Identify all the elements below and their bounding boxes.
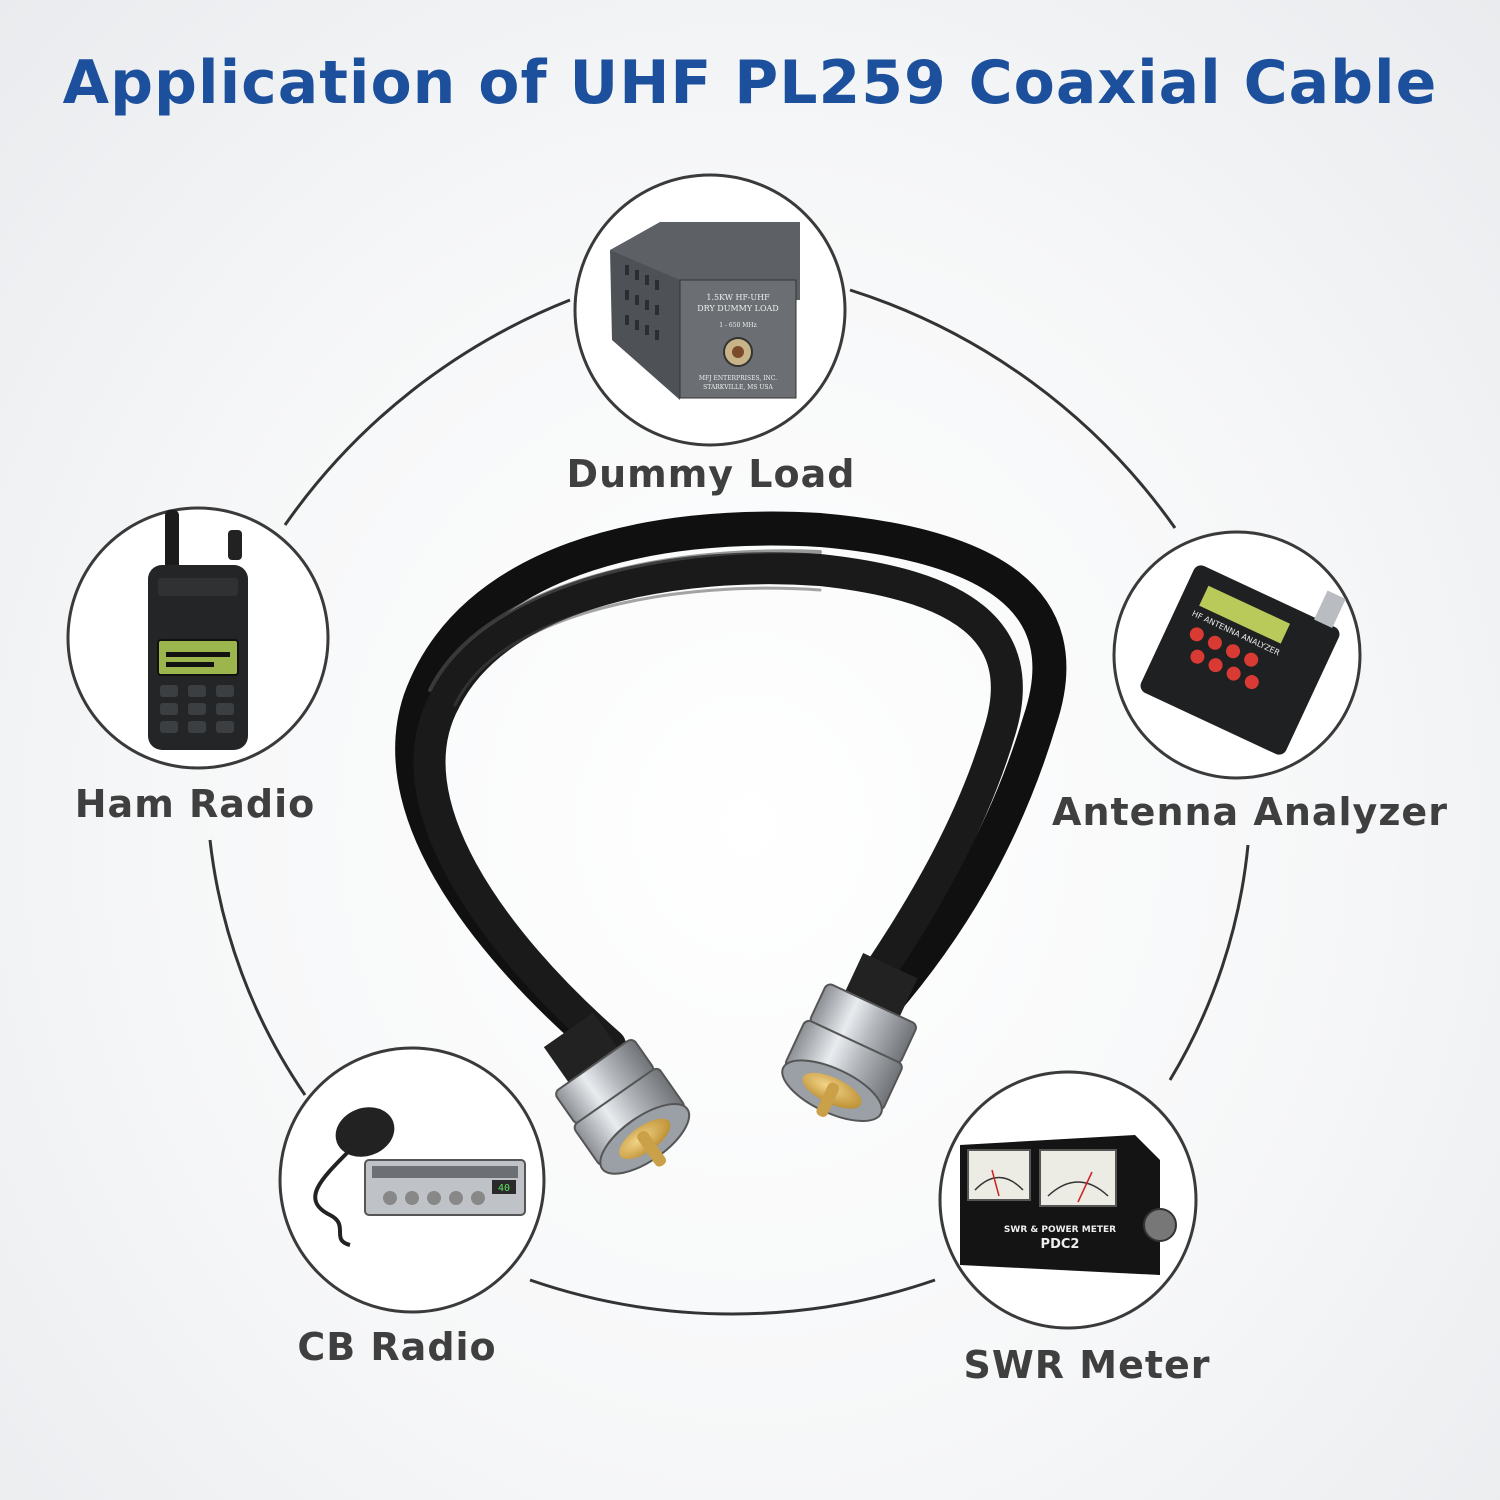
- antenna-analyzer-node: HF ANTENNA ANALYZER: [1112, 530, 1362, 780]
- antenna-analyzer-icon: HF ANTENNA ANALYZER: [1140, 565, 1346, 755]
- dummy-load-text-3: 1 - 650 MHz: [719, 322, 757, 329]
- label-ham-radio: Ham Radio: [74, 782, 316, 826]
- label-dummy-load: Dummy Load: [566, 452, 856, 496]
- svg-text:40: 40: [498, 1183, 510, 1194]
- dummy-load-text-2: DRY DUMMY LOAD: [697, 304, 778, 313]
- coax-cable: [395, 511, 1067, 1077]
- pl259-connector-left: [543, 1012, 691, 1175]
- dummy-load-text-1: 1.5KW HF-UHF: [706, 293, 770, 302]
- cb-radio-icon: 40: [313, 1107, 526, 1247]
- dummy-load-icon: 1.5KW HF-UHF DRY DUMMY LOAD 1 - 650 MHz …: [610, 222, 800, 400]
- swr-meter-text-2: PDC2: [1041, 1237, 1080, 1252]
- label-antenna-analyzer: Antenna Analyzer: [1052, 790, 1448, 834]
- label-swr-meter: SWR Meter: [963, 1343, 1211, 1387]
- label-cb-radio: CB Radio: [297, 1325, 497, 1369]
- connection-ring: [208, 288, 1250, 1316]
- swr-meter-node: SWR & POWER METER PDC2: [938, 1070, 1198, 1330]
- handheld-radio-icon: [148, 510, 248, 750]
- dummy-load-text-5: STARKVILLE, MS USA: [703, 384, 773, 391]
- swr-meter-icon: SWR & POWER METER PDC2: [960, 1135, 1177, 1275]
- dummy-load-node: 1.5KW HF-UHF DRY DUMMY LOAD 1 - 650 MHz …: [573, 173, 847, 447]
- swr-meter-text-1: SWR & POWER METER: [1004, 1225, 1116, 1235]
- pl259-connector-right: [781, 952, 918, 1122]
- ham-radio-node: [66, 506, 330, 770]
- dummy-load-text-4: MFJ ENTERPRISES, INC.: [699, 375, 777, 382]
- cb-radio-node: 40: [278, 1046, 546, 1314]
- page-title: Application of UHF PL259 Coaxial Cable: [62, 48, 1438, 118]
